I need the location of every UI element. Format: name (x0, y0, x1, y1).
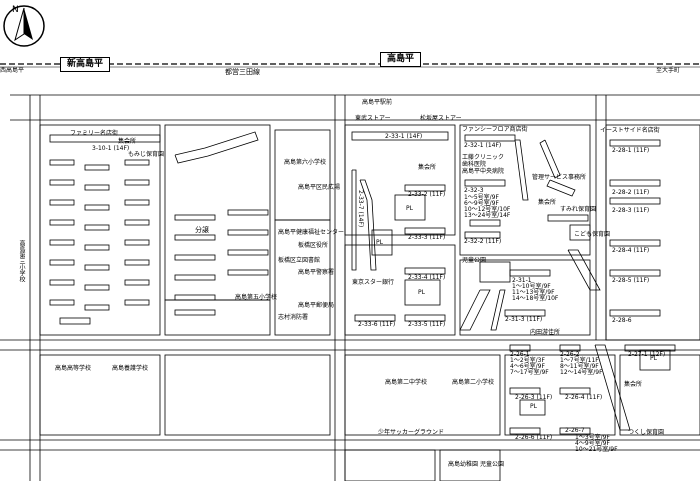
b2-26-1-c-label: 7～17号室/9F (510, 369, 549, 376)
daini-junior-label: 高島第二中学校 (385, 379, 428, 386)
parking-2: PL (376, 239, 383, 246)
b2-31-1-a-label: 1～10号室/9F (512, 283, 551, 290)
jidou-koen-label: 児童公園 (480, 461, 505, 468)
b2-26-1-label: 2-26-1 (510, 351, 530, 358)
sumire-label: すみれ保育園 (560, 206, 597, 213)
station-shintakashimadaira: 新高島平 (60, 57, 111, 72)
hall-3-label: 集会所 (624, 381, 643, 388)
b2-32-3-c-label: 10～12号室/10F (464, 206, 511, 213)
b2-28-5-label: 2-28-5 (11F) (612, 277, 650, 284)
railway-line-label: 都営三田線 (225, 68, 260, 76)
east-side-label: イーストサイド名店街 (600, 127, 660, 134)
b2-33-4-label: 2-33-4 (11F) (408, 274, 446, 281)
b3-10-1-hall-label: 集会所 (118, 138, 137, 145)
b2-33-2-label: 2-33-2 (11F) (408, 191, 446, 198)
b2-32-3-b-label: 6～9号室/9F (464, 200, 499, 207)
b3-10-1-label: 3-10-1 (14F) (92, 145, 130, 152)
b2-33-7-label: 2-33-7 (14F) (357, 190, 364, 228)
police-label: 高島平警察署 (298, 269, 335, 276)
north-letter: N (12, 5, 19, 15)
b2-27-1-label: 2-27-1 (12F) (628, 351, 666, 358)
kindergarten-label: 高島幼稚園 (448, 461, 479, 468)
kenkou-label: 高島平健康福祉センター (278, 229, 345, 236)
soccer-label: 少年サッカーグラウンド (378, 429, 445, 436)
b2-31-1-label: 2-31-1 (512, 277, 532, 284)
jidou-park-label: 児童公園 (462, 257, 487, 264)
b2-26-7-label: 2-26-7 (565, 427, 585, 434)
b2-26-3-label: 2-26-3 (11F) (515, 394, 553, 401)
daini-elem-label: 高島第二小学校 (452, 379, 495, 386)
school-daigo-label: 高島第五小学校 (235, 294, 278, 301)
hall-1-label: 集会所 (418, 164, 437, 171)
school-daisan-label: 高島第三小学校 (18, 240, 25, 282)
b2-26-1-a-label: 1～2号室/3F (510, 357, 545, 364)
family-store-label: ファミリー名店街 (70, 130, 119, 137)
b2-32-3-label: 2-32-3 (464, 187, 484, 194)
momiji-label: もみじ保育園 (128, 151, 165, 158)
school-special-label: 高島養護学校 (112, 365, 149, 372)
fancy-floor-label: ファンシーフロア商店街 (462, 126, 528, 133)
parking-1: PL (406, 205, 413, 212)
hospital-label: 高島平中央病院 (462, 168, 505, 175)
b2-26-1-b-label: 4～6号室/9F (510, 363, 545, 370)
tsukushi-label: つくし保育園 (628, 429, 665, 436)
b2-31-3-label: 2-31-3 (11F) (505, 316, 543, 323)
b2-33-5-label: 2-33-5 (11F) (408, 321, 446, 328)
b2-32-3-a-label: 1～5号室/9F (464, 194, 499, 201)
b2-26-4-label: 2-26-4 (11F) (565, 394, 603, 401)
b2-26-2-label: 2-26-2 (560, 351, 580, 358)
b2-33-6-label: 2-33-6 (11F) (358, 321, 396, 328)
b2-32-1-label: 2-32-1 (14F) (464, 142, 502, 149)
b2-26-7-a-label: 1～3号室/9F (575, 434, 610, 441)
east-store-label: 東武ストアー (355, 115, 391, 122)
kyoshitsu-label: 内田游佳所 (530, 329, 561, 336)
yuubin-label: 高島平郵便局 (298, 302, 335, 309)
dental-label: 歯科医院 (462, 161, 487, 168)
b2-33-3-label: 2-33-3 (11F) (408, 234, 446, 241)
north-arrow-icon: N (3, 5, 45, 47)
bunjo-label: 分譲 (195, 226, 209, 234)
station-takashimadaira: 高島平 (380, 52, 422, 67)
b2-32-2-label: 2-32-2 (11F) (464, 238, 502, 245)
clinic-label: 工藤クリニック (462, 154, 505, 161)
b2-26-6-label: 2-26-6 (11F) (515, 434, 553, 441)
school-high-label: 高島高等学校 (55, 365, 92, 372)
library-label: 板橋区立図書館 (278, 257, 321, 264)
post-label: 板橋区役所 (298, 242, 329, 249)
kominkan-label: 高島平区民広場 (298, 184, 341, 191)
hall-2-label: 集会所 (538, 199, 557, 206)
b2-26-2-c-label: 12～14号室/9F (560, 369, 603, 376)
b2-28-4-label: 2-28-4 (11F) (612, 247, 650, 254)
b2-26-2-a-label: 1～7号室/11F (560, 357, 599, 364)
b2-26-2-b-label: 8～11号室/9F (560, 363, 599, 370)
b2-28-6-label: 2-28-6 (612, 317, 632, 324)
tokyo-star-label: 東京スター銀行 (352, 279, 395, 286)
b2-32-3-d-label: 13～24号室/14F (464, 212, 511, 219)
parking-5: PL (650, 355, 657, 362)
kodomo-label: こども保育園 (574, 231, 611, 238)
service-label: 管理サービス事務所 (532, 174, 587, 181)
b2-28-3-label: 2-28-3 (11F) (612, 207, 650, 214)
b2-26-7-b-label: 4～9号室/9F (575, 440, 610, 447)
school-dairoku-label: 高島第六小学校 (284, 159, 327, 166)
south-store-label: 松坂屋ストアー (420, 115, 462, 122)
b2-28-2-label: 2-28-2 (11F) (612, 189, 650, 196)
west-terminus-label: 西高島平 (0, 67, 25, 74)
b2-26-7-c-label: 10～21号室/9F (575, 446, 618, 453)
b2-33-1-label: 2-33-1 (14F) (385, 133, 423, 140)
east-terminus-label: 至大手町 (656, 67, 681, 74)
parking-3: PL (418, 289, 425, 296)
b2-31-1-c-label: 14～18号室/10F (512, 295, 559, 302)
station-front-label: 高島平駅前 (362, 99, 393, 106)
parking-4: PL (530, 403, 537, 410)
fire-label: 志村消防署 (278, 314, 309, 321)
b2-28-1-label: 2-28-1 (11F) (612, 147, 650, 154)
b2-31-1-b-label: 11～13号室/9F (512, 289, 555, 296)
